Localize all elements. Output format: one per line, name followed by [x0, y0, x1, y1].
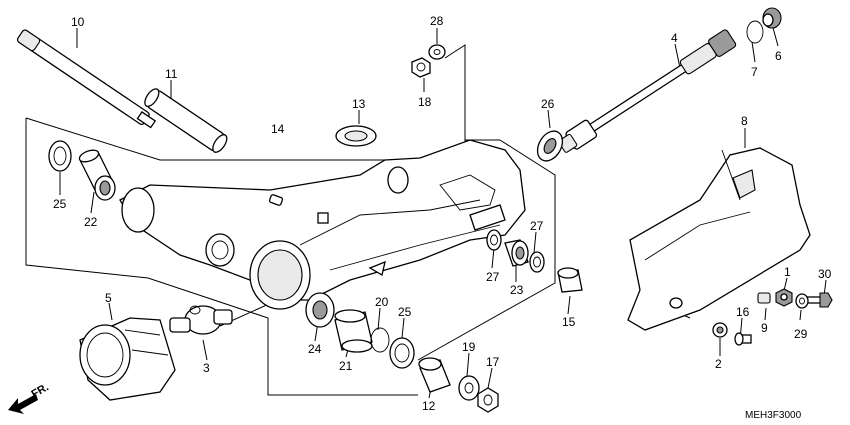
front-direction-label: FR.: [30, 381, 51, 400]
callout-15: 15: [562, 315, 576, 329]
diagram-code: MEH3F3000: [745, 410, 802, 421]
cap-13: [335, 125, 377, 147]
callout-12: 12: [422, 399, 436, 413]
seal-25-right: [389, 337, 415, 369]
callout-10: 10: [71, 15, 85, 29]
callout-16: 16: [736, 305, 750, 319]
boot-5: [79, 317, 176, 401]
drive-shaft: [558, 29, 737, 153]
washer-28: [428, 44, 446, 60]
callout-27-right: 27: [530, 219, 544, 233]
callout-20: 20: [375, 295, 389, 309]
callout-24: 24: [308, 342, 322, 356]
collar-12: [418, 357, 451, 393]
needle-bearing-21: [334, 309, 373, 353]
callout-9: 9: [761, 321, 768, 335]
callout-labels: 10 11 28 18 4 6 7 13 14 26 8 25 22 27 27…: [53, 14, 832, 413]
callout-18: 18: [418, 95, 432, 109]
nut-18: [411, 57, 431, 78]
seal-27-left: [486, 229, 502, 251]
callout-3: 3: [203, 361, 210, 375]
nut-1: [775, 288, 793, 307]
seal-27-right: [529, 251, 545, 273]
washer-19: [458, 375, 480, 401]
callout-26: 26: [541, 97, 555, 111]
swingarm: [119, 139, 526, 310]
bearing-23: [504, 239, 529, 267]
callout-28: 28: [430, 14, 444, 28]
needle-bearing-22: [78, 149, 116, 201]
front-direction-arrow: FR.: [8, 381, 51, 414]
washer-2: [712, 322, 728, 338]
callout-8: 8: [741, 114, 748, 128]
callout-6: 6: [775, 49, 782, 63]
circlip-7: [746, 20, 764, 44]
shaft-cover: [627, 147, 811, 331]
pivot-collar: [144, 88, 228, 153]
universal-joint-3: [169, 305, 233, 335]
callout-1: 1: [784, 265, 791, 279]
callout-25-right: 25: [398, 305, 412, 319]
nut-17: [477, 387, 499, 413]
callout-5: 5: [105, 291, 112, 305]
callout-25-left: 25: [53, 197, 67, 211]
callout-23: 23: [510, 283, 524, 297]
bolt-30: [805, 292, 833, 308]
callout-17: 17: [486, 355, 500, 369]
bearing-24: [305, 292, 335, 328]
callout-22: 22: [84, 215, 98, 229]
callout-13: 13: [352, 97, 366, 111]
callout-7: 7: [751, 65, 758, 79]
washer-29: [795, 293, 809, 309]
callout-27-left: 27: [486, 270, 500, 284]
callout-2: 2: [715, 357, 722, 371]
callout-4: 4: [671, 31, 678, 45]
collar-9: [757, 292, 771, 304]
callout-29: 29: [794, 327, 808, 341]
callout-14: 14: [271, 122, 285, 136]
bearing-26: [536, 130, 564, 162]
seal-25-left: [48, 140, 72, 172]
callout-11: 11: [165, 67, 178, 81]
circlip-20: [370, 327, 390, 353]
callout-19: 19: [462, 340, 476, 354]
pivot-shaft: [16, 29, 157, 129]
collar-15: [557, 267, 583, 293]
bolt-16: [734, 332, 752, 346]
callout-30: 30: [818, 267, 832, 281]
spring-6: [762, 7, 782, 29]
callout-21: 21: [339, 359, 353, 373]
